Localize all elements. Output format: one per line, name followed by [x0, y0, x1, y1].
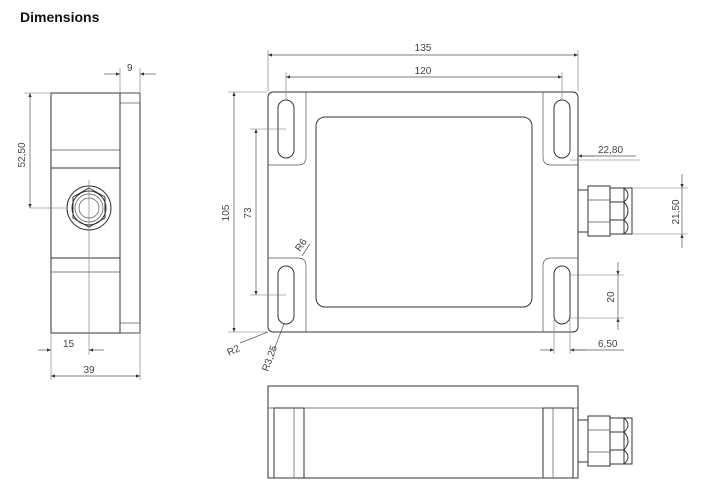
bottom-left-block — [273, 407, 305, 479]
bottom-body — [267, 385, 579, 479]
dim-r6: R6 — [293, 237, 310, 254]
connector-bottom — [577, 415, 633, 467]
dim-135: 135 — [415, 43, 432, 54]
side-lower-block — [50, 257, 121, 334]
dim-120: 120 — [415, 66, 432, 77]
dim-73: 73 — [243, 207, 254, 219]
dim-r3-25: R3,25 — [260, 344, 280, 373]
dim-22-80: 22,80 — [598, 145, 623, 156]
dim-15: 15 — [63, 339, 75, 350]
connector-end-view — [30, 180, 112, 355]
dim-21-50: 21,50 — [671, 199, 682, 224]
dim-105: 105 — [221, 204, 232, 221]
dim-9: 9 — [127, 63, 133, 74]
dim-r2: R2 — [226, 343, 243, 359]
page-title: Dimensions — [20, 9, 100, 25]
front-view: 135 120 105 73 R6 R2 R3,25 22,80 — [221, 43, 688, 373]
dim-39: 39 — [83, 365, 95, 376]
bottom-view — [267, 385, 633, 479]
mounting-slot-top-right — [553, 99, 571, 159]
mounting-slot-bottom-right — [553, 265, 571, 325]
dim-20: 20 — [606, 291, 617, 303]
side-view: 9 52,50 15 39 — [17, 63, 156, 380]
front-label-panel — [315, 116, 533, 308]
connector-front — [577, 185, 633, 237]
dim-6-50: 6,50 — [598, 339, 618, 350]
side-upper-block — [50, 92, 121, 169]
bottom-right-block — [542, 407, 574, 479]
side-body — [50, 92, 141, 334]
dim-52-50: 52,50 — [17, 142, 28, 167]
